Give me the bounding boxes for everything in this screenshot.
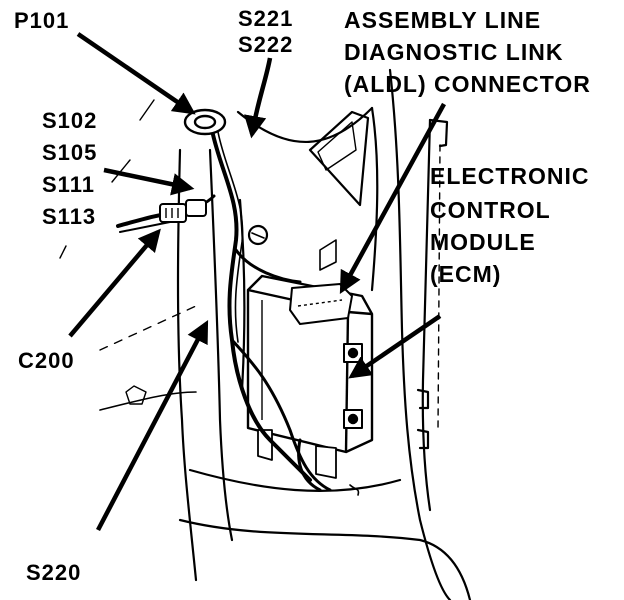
wiring-harness xyxy=(116,128,332,492)
c200-arrow xyxy=(68,228,161,338)
label-s105: S105 xyxy=(42,140,97,165)
label-p101: P101 xyxy=(14,8,69,33)
label-s221: S221 xyxy=(238,6,293,31)
s-group-arrow xyxy=(103,167,195,196)
label-s222: S222 xyxy=(238,32,293,57)
label-ecm-line4: (ECM) xyxy=(430,261,501,287)
label-aldl-line3: (ALDL) CONNECTOR xyxy=(344,71,591,97)
callout-arrows xyxy=(68,32,446,532)
s221-s222-arrow xyxy=(244,57,273,139)
label-aldl-line1: ASSEMBLY LINE xyxy=(344,7,541,33)
label-c200: C200 xyxy=(18,348,75,373)
label-s220: S220 xyxy=(26,560,81,585)
callout-labels: P101 S221 S222 ASSEMBLY LINE DIAGNOSTIC … xyxy=(14,6,591,585)
s220-arrow xyxy=(96,320,209,532)
label-s113: S113 xyxy=(42,204,96,229)
ecm-arrow xyxy=(348,314,442,379)
label-aldl-line2: DIAGNOSTIC LINK xyxy=(344,39,563,65)
c200-connector xyxy=(159,199,207,223)
label-s111: S111 xyxy=(42,172,95,197)
label-ecm-line3: MODULE xyxy=(430,229,536,255)
aldl-arrow xyxy=(339,102,446,294)
label-ecm-line1: ELECTRONIC xyxy=(430,163,590,189)
p101-arrow xyxy=(76,32,196,115)
p101-grommet xyxy=(183,108,227,136)
label-s102: S102 xyxy=(42,108,97,133)
label-ecm-line2: CONTROL xyxy=(430,197,551,223)
